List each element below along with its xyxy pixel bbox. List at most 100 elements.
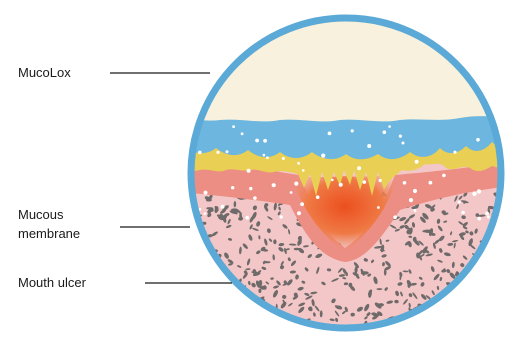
tissue-speckle — [451, 304, 454, 309]
tissue-speckle — [242, 319, 247, 326]
tissue-speckle — [279, 334, 284, 340]
white-particle — [297, 162, 300, 165]
tissue-speckle — [194, 287, 199, 294]
tissue-speckle — [183, 267, 191, 274]
white-particle — [409, 198, 413, 202]
white-particle — [266, 156, 269, 159]
white-particle — [383, 130, 387, 134]
white-particle — [472, 192, 476, 196]
tissue-speckle — [355, 334, 360, 338]
tissue-speckle — [197, 263, 201, 268]
tissue-speckle — [490, 282, 493, 291]
white-particle — [429, 181, 433, 185]
white-particle — [241, 132, 244, 135]
tissue-speckle — [474, 311, 478, 317]
tissue-speckle — [475, 273, 479, 280]
tissue-speckle — [384, 328, 391, 334]
tissue-speckle — [429, 314, 433, 321]
mouth-ulcer-label: Mouth ulcer — [18, 275, 86, 291]
white-particle — [487, 216, 490, 219]
mucous-membrane-label-line1: Mucous — [18, 207, 64, 223]
white-particle — [316, 195, 320, 199]
tissue-speckle — [475, 300, 480, 305]
tissue-speckle — [214, 330, 218, 335]
tissue-speckle — [194, 302, 197, 308]
white-particle — [231, 186, 234, 189]
tissue-speckle — [180, 310, 187, 316]
tissue-speckle — [240, 313, 244, 318]
white-particle — [399, 135, 402, 138]
tissue-speckle — [179, 300, 187, 307]
white-particle — [461, 211, 465, 215]
white-particle — [216, 151, 219, 154]
tissue-speckle — [504, 294, 508, 300]
white-particle — [453, 151, 456, 154]
white-particle — [388, 125, 391, 128]
tissue-speckle — [218, 308, 226, 311]
tissue-speckle — [442, 325, 447, 330]
white-particle — [221, 205, 225, 209]
tissue-speckle — [446, 336, 450, 341]
tissue-speckle — [227, 334, 232, 338]
tissue-speckle — [188, 314, 194, 319]
tissue-speckle — [222, 295, 229, 302]
tissue-speckle — [274, 323, 281, 329]
tissue-speckle — [503, 236, 507, 242]
tissue-speckle — [248, 302, 251, 309]
tissue-speckle — [376, 288, 382, 290]
tissue-speckle — [482, 315, 489, 320]
tissue-speckle — [465, 302, 468, 306]
tissue-speckle — [290, 335, 298, 339]
tissue-speckle — [187, 263, 193, 266]
tissue-speckle — [502, 319, 508, 324]
white-particle — [485, 212, 489, 216]
tissue-speckle — [349, 331, 353, 336]
white-particle — [377, 206, 380, 209]
tissue-speckle — [242, 329, 245, 335]
tissue-speckle — [499, 236, 506, 243]
tissue-speckle — [490, 255, 498, 260]
white-particle — [477, 189, 481, 193]
tissue-speckle — [478, 262, 482, 267]
tissue-speckle — [261, 308, 264, 313]
tissue-speckle — [298, 336, 306, 340]
tissue-speckle — [263, 261, 271, 263]
tissue-speckle — [408, 328, 413, 332]
white-particle — [198, 151, 202, 155]
tissue-speckle — [194, 302, 198, 307]
tissue-speckle — [237, 318, 243, 324]
tissue-speckle — [329, 331, 332, 336]
tissue-speckle — [504, 204, 508, 208]
tissue-speckle — [384, 339, 390, 341]
tissue-speckle — [204, 286, 207, 295]
tissue-speckle — [197, 260, 201, 268]
white-particle — [477, 217, 481, 221]
tissue-speckle — [260, 313, 269, 317]
tissue-speckle — [495, 263, 502, 270]
tissue-speckle — [235, 317, 240, 320]
tissue-speckle — [201, 276, 207, 280]
white-particle — [302, 169, 305, 172]
white-particle — [351, 129, 354, 132]
tissue-speckle — [471, 329, 475, 334]
tissue-speckle — [503, 280, 505, 288]
white-particle — [415, 160, 419, 164]
white-particle — [294, 182, 298, 186]
white-particle — [253, 196, 257, 200]
white-particle — [442, 174, 446, 178]
white-particle — [263, 139, 267, 143]
tissue-speckle — [465, 301, 472, 305]
white-particle — [290, 191, 293, 194]
tissue-speckle — [450, 328, 456, 334]
tissue-speckle — [290, 328, 295, 332]
tissue-speckle — [245, 304, 251, 310]
tissue-speckle — [193, 273, 199, 279]
tissue-speckle — [495, 309, 503, 313]
tissue-speckle — [288, 326, 293, 330]
tissue-speckle — [208, 297, 215, 305]
tissue-speckle — [273, 334, 281, 341]
tissue-speckle — [203, 275, 207, 280]
tissue-speckle — [499, 308, 505, 313]
white-particle — [331, 179, 334, 182]
tissue-speckle — [238, 312, 242, 316]
